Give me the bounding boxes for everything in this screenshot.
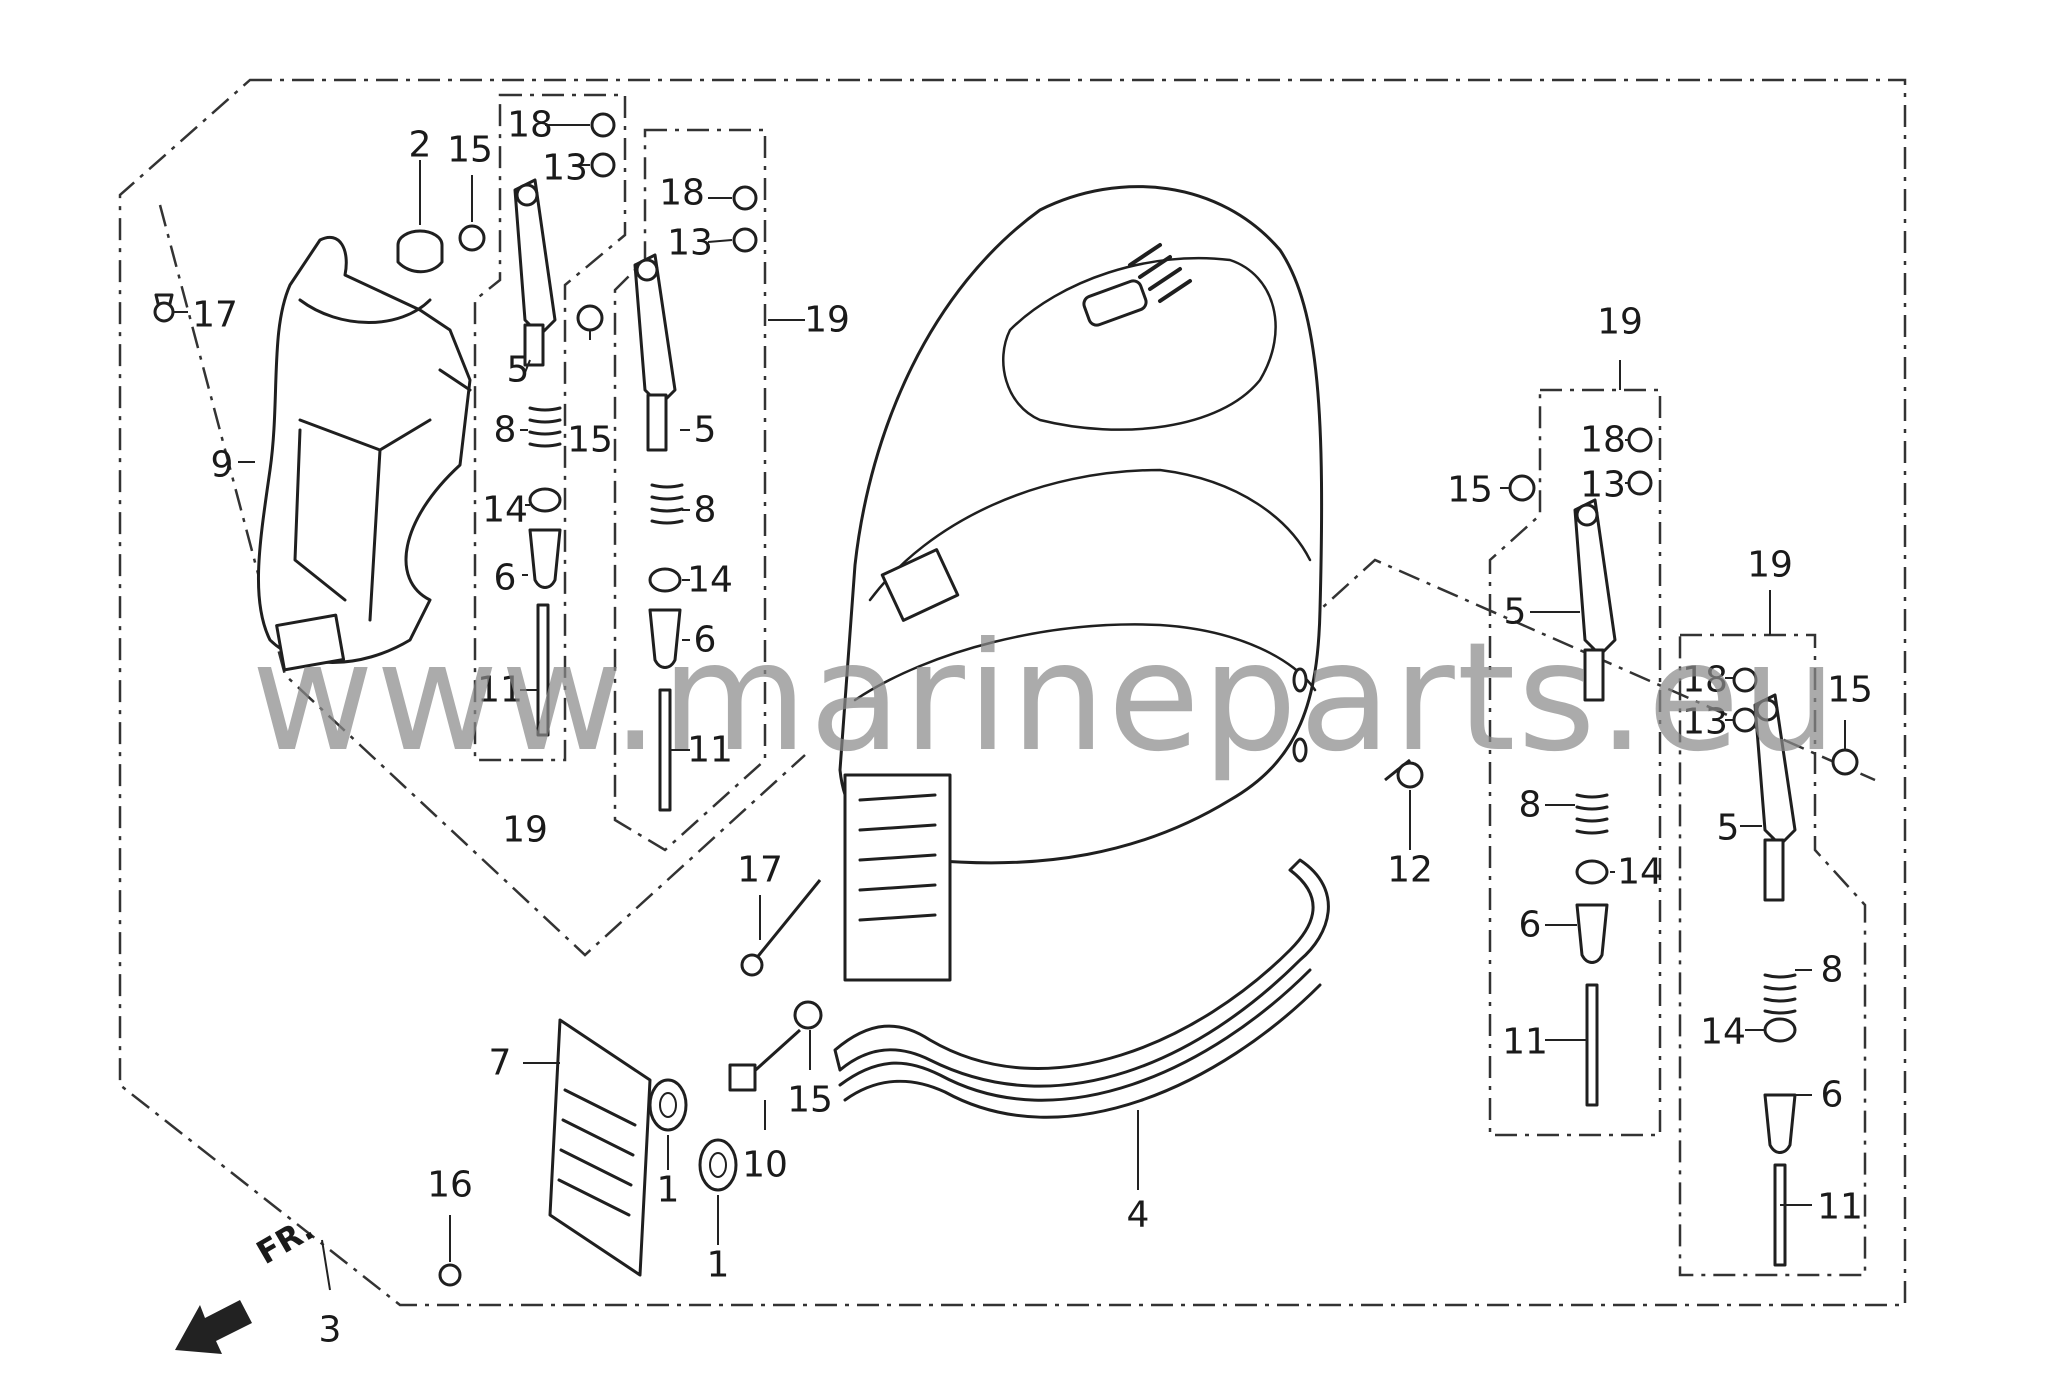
kit-box-left — [473, 93, 627, 762]
callout-9: 9 — [211, 445, 234, 486]
outer-boundary — [118, 78, 1907, 1307]
callout-11: 11 — [1817, 1187, 1863, 1228]
front-arrow: FR. — [175, 1209, 320, 1354]
callout-12: 12 — [1387, 850, 1433, 891]
callout-6: 6 — [1821, 1075, 1844, 1116]
callout-19: 19 — [502, 810, 548, 851]
latch-assembly-left — [513, 112, 616, 737]
callout-13: 13 — [1682, 702, 1728, 743]
collar-1a — [648, 1078, 688, 1132]
callout-18: 18 — [1682, 660, 1728, 701]
callout-14: 14 — [1700, 1012, 1746, 1053]
callout-13: 13 — [542, 148, 588, 189]
callout-18: 18 — [1580, 420, 1626, 461]
callout-15: 15 — [787, 1080, 833, 1121]
callout-8: 8 — [1519, 785, 1542, 826]
cover-seal — [833, 858, 1330, 1119]
callout-3: 3 — [319, 1310, 342, 1351]
callout-11: 11 — [477, 670, 523, 711]
callout-5: 5 — [1504, 592, 1527, 633]
engine-cover — [838, 185, 1324, 982]
callout-5: 5 — [1717, 808, 1740, 849]
callouts: 2 15 18 13 17 9 5 8 14 6 11 19 15 18 13 … — [192, 105, 1873, 1351]
callout-1: 1 — [657, 1170, 680, 1211]
callout-15: 15 — [1827, 670, 1873, 711]
callout-14: 14 — [1617, 852, 1663, 893]
vent-grille — [548, 1018, 652, 1277]
callout-18: 18 — [507, 105, 553, 146]
left-subassembly-boundary — [158, 204, 806, 957]
callout-14: 14 — [482, 490, 528, 531]
callout-4: 4 — [1127, 1195, 1150, 1236]
callout-14: 14 — [687, 560, 733, 601]
callout-7: 7 — [489, 1043, 512, 1084]
callout-16: 16 — [427, 1165, 473, 1206]
callout-10: 10 — [742, 1145, 788, 1186]
callout-11: 11 — [1502, 1022, 1548, 1063]
callout-6: 6 — [1519, 905, 1542, 946]
callout-13: 13 — [1580, 465, 1626, 506]
callout-15: 15 — [447, 130, 493, 171]
callout-1: 1 — [707, 1245, 730, 1286]
latch-assembly-right-a — [1573, 427, 1653, 1107]
air-shroud — [256, 236, 472, 672]
side-vent-opening — [843, 773, 952, 982]
callout-19: 19 — [1747, 545, 1793, 586]
callout-8: 8 — [494, 410, 517, 451]
watermark-text: www.marineparts.eu — [251, 611, 1839, 785]
callout-17: 17 — [737, 850, 783, 891]
callout-18: 18 — [659, 173, 705, 214]
callout-19: 19 — [804, 300, 850, 341]
callout-5: 5 — [694, 410, 717, 451]
callout-8: 8 — [1821, 950, 1844, 991]
callout-6: 6 — [694, 620, 717, 661]
latch-assembly-right-b — [1732, 667, 1797, 1267]
kit-box-right-b — [1678, 633, 1867, 1277]
leader-lines — [172, 124, 1846, 1291]
callout-11: 11 — [687, 730, 733, 771]
collar-1b — [698, 1138, 738, 1192]
callout-17: 17 — [192, 295, 238, 336]
front-arrow-label: FR. — [250, 1209, 320, 1272]
callout-6: 6 — [494, 558, 517, 599]
callout-5: 5 — [507, 350, 530, 391]
grommet — [396, 229, 444, 274]
callout-8: 8 — [694, 490, 717, 531]
kit-box-center — [613, 128, 767, 852]
callout-2: 2 — [409, 125, 432, 166]
callout-15: 15 — [1447, 470, 1493, 511]
callout-15: 15 — [567, 420, 613, 461]
callout-19: 19 — [1597, 302, 1643, 343]
callout-13: 13 — [667, 223, 713, 264]
